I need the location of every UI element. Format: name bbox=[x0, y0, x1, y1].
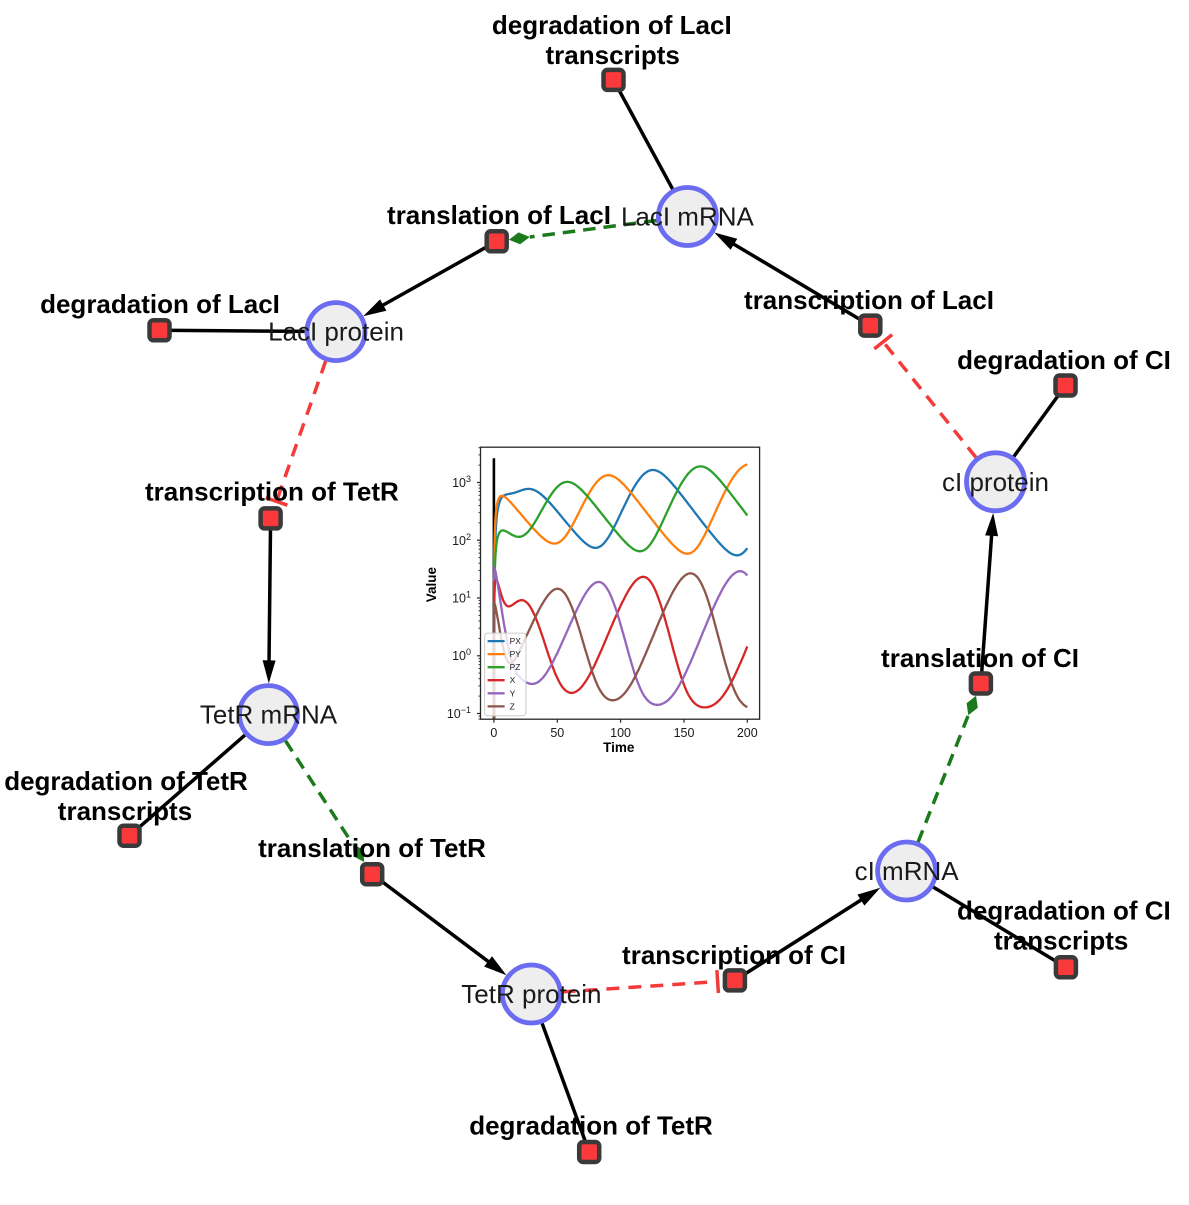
svg-text:transcripts: transcripts bbox=[994, 926, 1128, 956]
svg-text:PY: PY bbox=[510, 649, 522, 659]
svg-text:translation of LacI: translation of LacI bbox=[387, 200, 611, 230]
svg-text:150: 150 bbox=[674, 726, 695, 740]
svg-text:Time: Time bbox=[603, 740, 635, 755]
svg-text:degradation of TetR: degradation of TetR bbox=[4, 766, 248, 796]
svg-text:TetR mRNA: TetR mRNA bbox=[200, 700, 338, 730]
svg-text:LacI mRNA: LacI mRNA bbox=[621, 202, 755, 232]
svg-text:cI mRNA: cI mRNA bbox=[855, 856, 960, 886]
svg-text:100: 100 bbox=[610, 726, 631, 740]
svg-text:X: X bbox=[510, 675, 516, 685]
svg-text:degradation of TetR: degradation of TetR bbox=[469, 1111, 713, 1141]
svg-text:TetR protein: TetR protein bbox=[461, 979, 601, 1009]
svg-text:degradation of CI: degradation of CI bbox=[957, 345, 1171, 375]
svg-text:transcription of TetR: transcription of TetR bbox=[145, 477, 399, 507]
svg-text:Value: Value bbox=[424, 566, 439, 602]
svg-text:0: 0 bbox=[490, 726, 497, 740]
svg-text:degradation of LacI: degradation of LacI bbox=[40, 289, 280, 319]
svg-text:degradation of CI: degradation of CI bbox=[957, 896, 1171, 926]
svg-text:translation of CI: translation of CI bbox=[881, 643, 1079, 673]
svg-text:PX: PX bbox=[510, 636, 522, 646]
svg-text:PZ: PZ bbox=[510, 662, 521, 672]
svg-text:transcripts: transcripts bbox=[546, 40, 680, 70]
svg-text:transcription of LacI: transcription of LacI bbox=[744, 285, 994, 315]
svg-text:Z: Z bbox=[510, 701, 515, 711]
svg-text:cI protein: cI protein bbox=[942, 467, 1049, 497]
svg-text:degradation of LacI: degradation of LacI bbox=[492, 10, 732, 40]
svg-text:translation of TetR: translation of TetR bbox=[258, 833, 486, 863]
svg-text:transcription of CI: transcription of CI bbox=[622, 940, 846, 970]
svg-text:50: 50 bbox=[550, 726, 564, 740]
svg-text:200: 200 bbox=[737, 726, 758, 740]
svg-text:transcripts: transcripts bbox=[58, 796, 192, 826]
svg-text:LacI protein: LacI protein bbox=[268, 317, 404, 347]
svg-text:Y: Y bbox=[510, 688, 516, 698]
